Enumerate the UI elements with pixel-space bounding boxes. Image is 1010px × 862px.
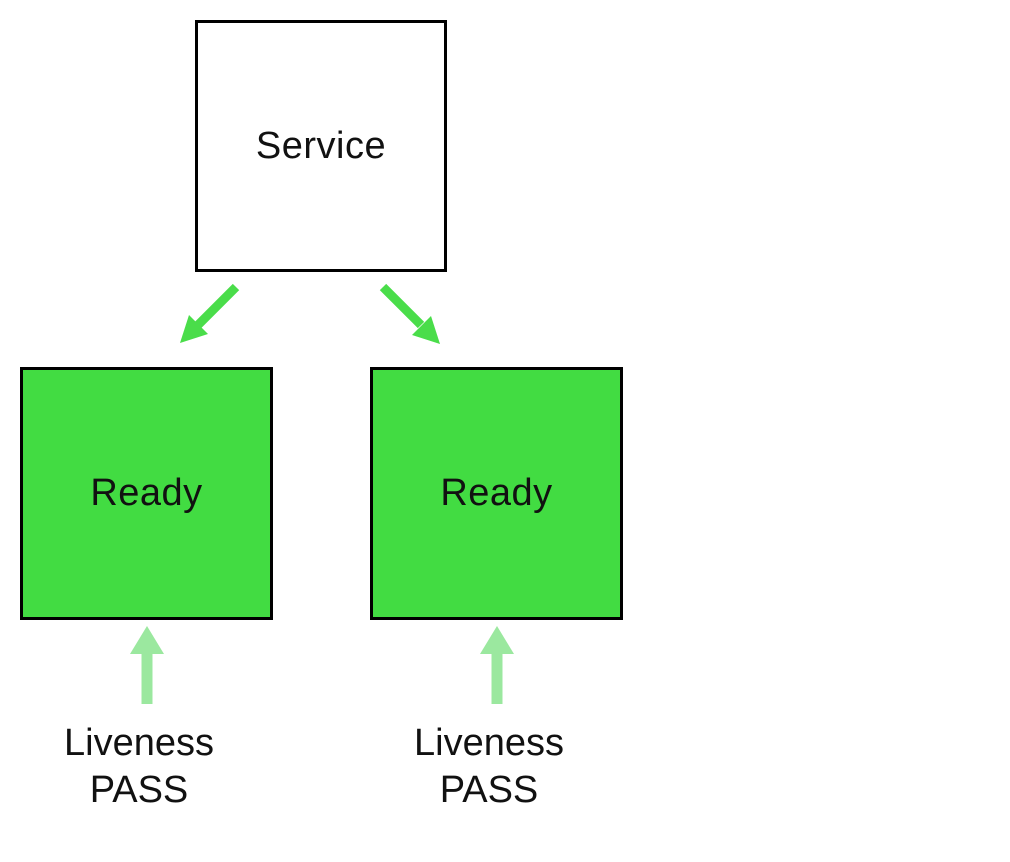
arrow-service-to-pod-2-head	[412, 316, 440, 344]
arrow-liveness-to-pod-1-head	[130, 626, 164, 654]
liveness-label-pod-1: Liveness PASS	[39, 720, 239, 814]
liveness-label-pod-1-line2: PASS	[89, 769, 189, 811]
service-box: Service	[195, 20, 447, 272]
arrow-service-to-pod-1-head	[180, 315, 208, 343]
pod-box-1: Ready	[20, 367, 273, 620]
pod-box-1-label: Ready	[90, 472, 203, 514]
arrow-liveness-to-pod-2-head	[480, 626, 514, 654]
arrow-service-to-pod-1	[180, 283, 240, 343]
arrow-service-to-pod-2-shaft	[379, 283, 425, 329]
liveness-label-pod-2: Liveness PASS	[389, 720, 589, 814]
arrow-liveness-to-pod-2	[480, 626, 514, 704]
arrow-liveness-to-pod-1	[130, 626, 164, 704]
service-box-label: Service	[255, 124, 387, 167]
liveness-label-pod-2-line2: PASS	[439, 769, 539, 811]
arrow-service-to-pod-1-shaft	[194, 283, 240, 329]
pod-box-2-label: Ready	[440, 472, 553, 514]
liveness-label-pod-1-line1: Liveness	[64, 722, 214, 764]
pod-box-2: Ready	[370, 367, 623, 620]
arrow-service-to-pod-2	[379, 283, 440, 344]
liveness-label-pod-2-line1: Liveness	[414, 722, 564, 764]
